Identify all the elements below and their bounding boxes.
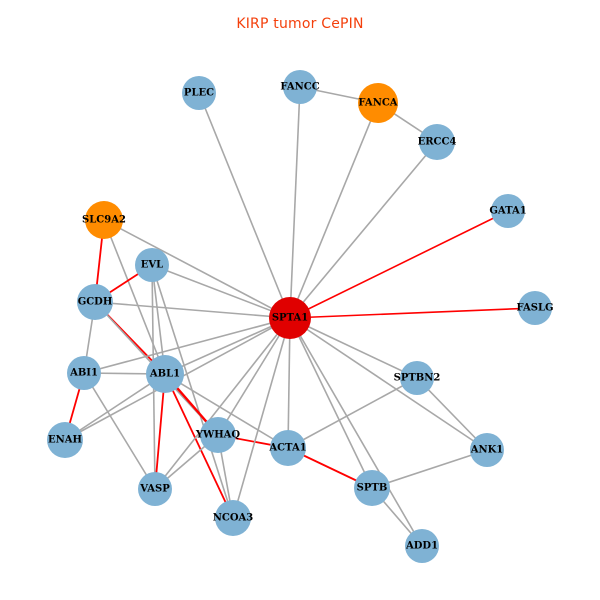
node-circle-ercc4[interactable] <box>419 124 455 160</box>
node-vasp[interactable]: VASP <box>138 472 172 506</box>
edge-abl1-spta1 <box>164 317 291 375</box>
edge-abi1-spta1 <box>83 317 291 374</box>
node-label-add1: ADD1 <box>405 541 438 552</box>
node-gcdh[interactable]: GCDH <box>77 284 113 320</box>
node-circle-faslg[interactable] <box>518 291 552 325</box>
edge-ank1-spta1 <box>289 317 488 451</box>
edge-acta1-sptbn2 <box>287 377 418 449</box>
edge-slc9a2-spta1 <box>103 219 291 319</box>
node-circle-fanca[interactable] <box>358 83 398 123</box>
edge-ercc4-spta1 <box>289 141 438 319</box>
node-label-gcdh: GCDH <box>78 297 113 308</box>
edge-abl1-acta1 <box>164 373 289 449</box>
node-label-vasp: VASP <box>139 484 170 495</box>
node-abl1[interactable]: ABL1 <box>146 355 184 393</box>
edge-ywhaq-spta1 <box>217 317 291 436</box>
node-enah[interactable]: ENAH <box>47 422 83 458</box>
node-circle-spta1[interactable] <box>269 297 311 339</box>
node-circle-ncoa3[interactable] <box>215 500 251 536</box>
node-ercc4[interactable]: ERCC4 <box>418 124 457 160</box>
node-circle-ank1[interactable] <box>470 433 504 467</box>
node-label-gata1: GATA1 <box>489 206 526 217</box>
node-label-fancc: FANCC <box>280 82 319 93</box>
node-circle-fancc[interactable] <box>283 70 317 104</box>
node-acta1[interactable]: ACTA1 <box>268 430 307 466</box>
edge-abi1-vasp <box>83 372 156 490</box>
node-fancc[interactable]: FANCC <box>280 70 320 104</box>
node-ank1[interactable]: ANK1 <box>470 433 504 467</box>
node-evl[interactable]: EVL <box>135 248 169 282</box>
node-label-plec: PLEC <box>184 88 214 99</box>
node-circle-slc9a2[interactable] <box>85 201 123 239</box>
node-abi1[interactable]: ABI1 <box>67 356 101 390</box>
node-faslg[interactable]: FASLG <box>516 291 554 325</box>
edge-faslg-spta1 <box>289 307 536 319</box>
edge-ank1-sptb <box>371 449 488 489</box>
node-circle-gcdh[interactable] <box>77 284 113 320</box>
edge-slc9a2-abl1 <box>103 219 166 375</box>
edge-abl1-enah <box>64 373 166 441</box>
edge-ncoa3-spta1 <box>232 317 291 519</box>
node-label-abi1: ABI1 <box>69 368 98 379</box>
node-ywhaq[interactable]: YWHAQ <box>195 417 241 453</box>
node-circle-plec[interactable] <box>182 76 216 110</box>
node-circle-abl1[interactable] <box>146 355 184 393</box>
node-label-ank1: ANK1 <box>470 445 504 456</box>
edge-sptbn2-spta1 <box>289 317 418 379</box>
node-fanca[interactable]: FANCA <box>358 83 398 123</box>
node-label-sptb: SPTB <box>357 483 388 494</box>
node-circle-sptb[interactable] <box>354 470 390 506</box>
edge-fanca-spta1 <box>289 102 379 319</box>
node-gata1[interactable]: GATA1 <box>489 194 527 228</box>
node-sptbn2[interactable]: SPTBN2 <box>394 361 441 395</box>
node-circle-sptbn2[interactable] <box>400 361 434 395</box>
edge-vasp-spta1 <box>154 317 291 490</box>
node-circle-ywhaq[interactable] <box>200 417 236 453</box>
node-circle-gata1[interactable] <box>491 194 525 228</box>
edge-abl1-ncoa3 <box>164 373 234 519</box>
edge-evl-spta1 <box>151 264 291 319</box>
edge-fancc-spta1 <box>289 86 301 319</box>
edge-gata1-spta1 <box>289 210 509 319</box>
node-label-sptbn2: SPTBN2 <box>394 373 441 384</box>
node-circle-enah[interactable] <box>47 422 83 458</box>
page-title: KIRP tumor CePIN <box>236 16 364 32</box>
node-label-faslg: FASLG <box>516 303 553 314</box>
edge-acta1-spta1 <box>287 317 291 449</box>
node-label-fanca: FANCA <box>358 98 397 109</box>
node-label-slc9a2: SLC9A2 <box>82 215 126 226</box>
node-label-abl1: ABL1 <box>149 369 180 380</box>
node-spta1[interactable]: SPTA1 <box>269 297 311 339</box>
node-circle-acta1[interactable] <box>270 430 306 466</box>
node-label-ywhaq: YWHAQ <box>195 430 241 441</box>
node-circle-abi1[interactable] <box>67 356 101 390</box>
node-label-ncoa3: NCOA3 <box>213 513 254 524</box>
edge-abl1-vasp <box>154 373 166 490</box>
node-label-enah: ENAH <box>48 435 82 446</box>
edge-add1-spta1 <box>289 317 423 547</box>
edge-plec-spta1 <box>198 92 291 319</box>
node-circle-vasp[interactable] <box>138 472 172 506</box>
node-slc9a2[interactable]: SLC9A2 <box>82 201 126 239</box>
node-add1[interactable]: ADD1 <box>405 529 439 563</box>
node-circle-add1[interactable] <box>405 529 439 563</box>
node-plec[interactable]: PLEC <box>182 76 216 110</box>
node-label-spta1: SPTA1 <box>272 313 308 324</box>
edge-gcdh-spta1 <box>94 301 291 319</box>
edge-sptb-spta1 <box>289 317 373 489</box>
node-sptb[interactable]: SPTB <box>354 470 390 506</box>
node-ncoa3[interactable]: NCOA3 <box>213 500 254 536</box>
node-circle-evl[interactable] <box>135 248 169 282</box>
node-label-ercc4: ERCC4 <box>418 137 457 148</box>
node-label-evl: EVL <box>141 260 163 271</box>
node-label-acta1: ACTA1 <box>268 443 306 454</box>
